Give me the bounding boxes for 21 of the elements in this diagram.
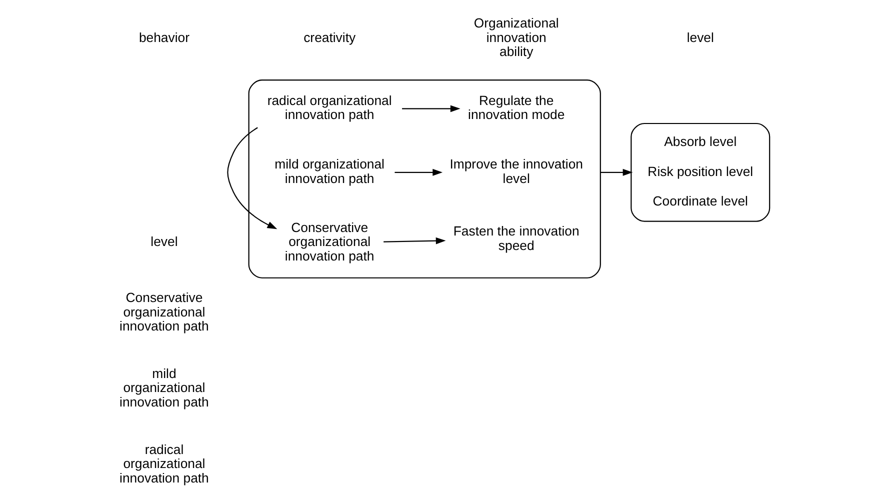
label: level: [150, 234, 178, 250]
node-text: Regulate the innovation mode: [468, 92, 565, 122]
node-text: Improve the innovation level: [450, 156, 583, 186]
cluster: [248, 80, 601, 278]
label: Conservative organizational innovation path: [120, 290, 209, 334]
node-text: Fasten the innovation speed: [453, 224, 580, 253]
arrow: [600, 168, 633, 176]
node-text: radical organizational innovation path: [267, 92, 392, 122]
arrow: [402, 105, 460, 112]
label: behavior: [138, 30, 190, 45]
node-text: Conservative organizational innovation path: [284, 220, 374, 264]
arrow: [384, 237, 446, 244]
label: creativity: [304, 30, 356, 45]
label: level: [686, 30, 714, 45]
node-box: Absorb level Risk position level Coordinate level: [630, 122, 770, 222]
label: radical organizational innovation path: [120, 442, 209, 486]
node-text: mild organizational innovation path: [274, 156, 384, 186]
arrow: [394, 168, 443, 176]
arrow: [227, 127, 278, 230]
label: mild organizational innovation path: [120, 366, 209, 410]
label: Organizational innovation ability: [474, 15, 559, 60]
